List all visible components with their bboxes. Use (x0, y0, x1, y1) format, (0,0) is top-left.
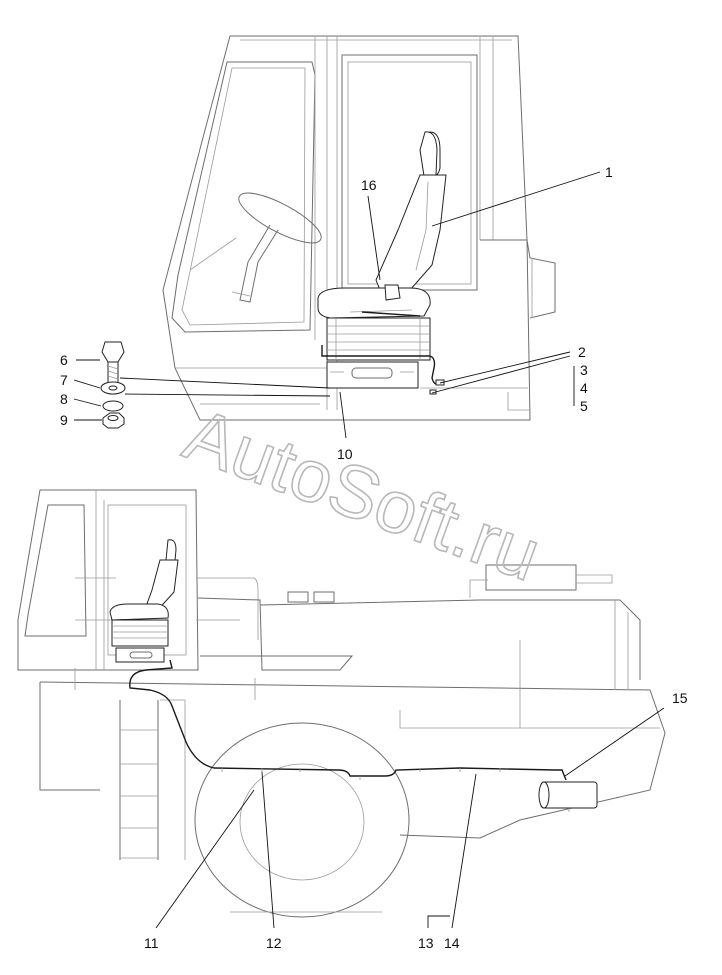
callout-6: 6 (60, 352, 68, 368)
callout-9: 9 (60, 412, 68, 428)
callout-2: 2 (578, 344, 586, 360)
seat-small (109, 539, 179, 663)
callout-7: 7 (60, 372, 68, 388)
air-tank (538, 769, 598, 812)
machine-side-view (17, 489, 666, 918)
callout-3: 3 (580, 362, 588, 378)
callout-8: 8 (60, 391, 68, 407)
watermark-text: AutoSoft.ru (175, 392, 551, 597)
callout-5: 5 (580, 398, 588, 414)
callout-11: 11 (144, 935, 159, 951)
callout-13: 13 (418, 935, 434, 951)
leader-lines (73, 171, 665, 929)
callout-labels: 1 2 3 4 5 6 7 8 9 10 11 12 13 14 15 16 (60, 164, 688, 951)
fastener-set (100, 341, 331, 429)
callout-16: 16 (361, 177, 377, 193)
callout-14: 14 (444, 935, 460, 951)
callout-15: 15 (672, 690, 688, 706)
callout-1: 1 (605, 164, 613, 180)
callout-12: 12 (266, 935, 282, 951)
callout-10: 10 (337, 446, 353, 462)
cab-interior-view (100, 35, 556, 429)
callout-4: 4 (580, 380, 588, 396)
seat (317, 131, 447, 395)
